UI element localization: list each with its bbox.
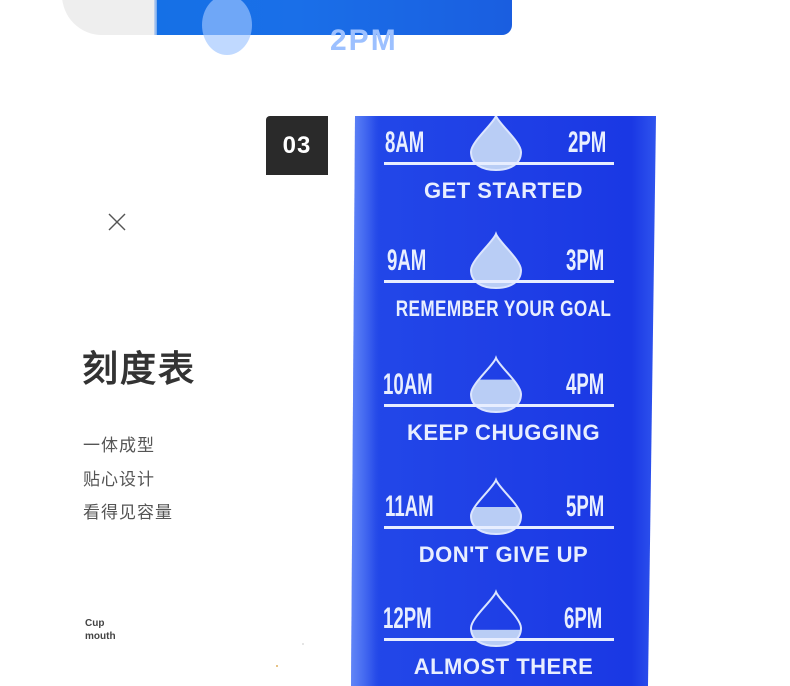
bottle-scale-section: 10AM 4PM KEEP CHUGGING	[351, 355, 656, 478]
feature-text-2: 贴心设计	[83, 470, 155, 490]
scale-line	[384, 280, 614, 283]
feature-text-3: 看得见容量	[83, 503, 173, 523]
feature-text-1: 一体成型	[83, 436, 155, 456]
right-time-label: 5PM	[566, 490, 605, 523]
left-time-label: 8AM	[385, 126, 425, 159]
bottle-scale-section: 12PM 6PM ALMOST THERE	[351, 589, 656, 686]
decor-dot	[276, 665, 278, 667]
bottle-scale-section: 11AM 5PM DON'T GIVE UP	[351, 477, 656, 600]
water-drop-icon	[469, 477, 523, 536]
bottle-scale-section: 8AM 2PM GET STARTED	[351, 116, 656, 236]
scale-line	[384, 162, 614, 165]
bottle-scale-image: 8AM 2PM GET STARTED 9AM 3PM REMEMBER YOUR GOA…	[351, 116, 656, 686]
motivation-text: GET STARTED	[423, 178, 584, 203]
decor-dot	[302, 643, 304, 645]
motivation-text: DON'T GIVE UP	[418, 542, 589, 567]
cup-label-line-2: mouth	[85, 631, 116, 642]
motivation-text: KEEP CHUGGING	[406, 420, 601, 445]
left-time-label: 9AM	[387, 244, 427, 277]
drop-outline	[469, 477, 523, 536]
water-drop-icon	[469, 231, 523, 290]
bottle-gloss	[351, 116, 379, 686]
close-icon[interactable]	[108, 213, 126, 231]
top-bottle-image: 2PM	[62, 0, 512, 57]
drop-outline	[469, 355, 523, 414]
left-time-label: 12PM	[383, 602, 432, 635]
water-drop-icon	[469, 116, 523, 172]
top-time-label: 2PM	[330, 24, 398, 57]
drop-outline	[469, 116, 523, 172]
right-time-label: 2PM	[568, 126, 607, 159]
drop-fill-level	[471, 629, 521, 646]
drop-fill-level	[471, 507, 521, 534]
scale-line	[384, 638, 614, 641]
bottle-scale-section: 9AM 3PM REMEMBER YOUR GOAL	[351, 231, 656, 354]
motivation-text: ALMOST THERE	[413, 654, 594, 679]
cup-label-line-1: Cup	[85, 618, 105, 629]
left-time-label: 10AM	[383, 368, 433, 401]
drop-outline	[469, 231, 523, 290]
page-title: 刻度表	[82, 349, 197, 390]
right-time-label: 6PM	[564, 602, 603, 635]
right-time-label: 4PM	[566, 368, 605, 401]
left-time-label: 11AM	[385, 490, 434, 523]
drop-outline	[469, 589, 523, 648]
scale-line	[384, 404, 614, 407]
motivation-text: REMEMBER YOUR GOAL	[395, 296, 612, 321]
water-drop-icon	[202, 0, 252, 55]
right-time-label: 3PM	[566, 244, 605, 277]
cup-mouth-label: Cup mouth	[85, 617, 116, 643]
scale-line	[384, 526, 614, 529]
section-number-badge: 03	[266, 116, 328, 175]
water-drop-icon	[469, 589, 523, 648]
